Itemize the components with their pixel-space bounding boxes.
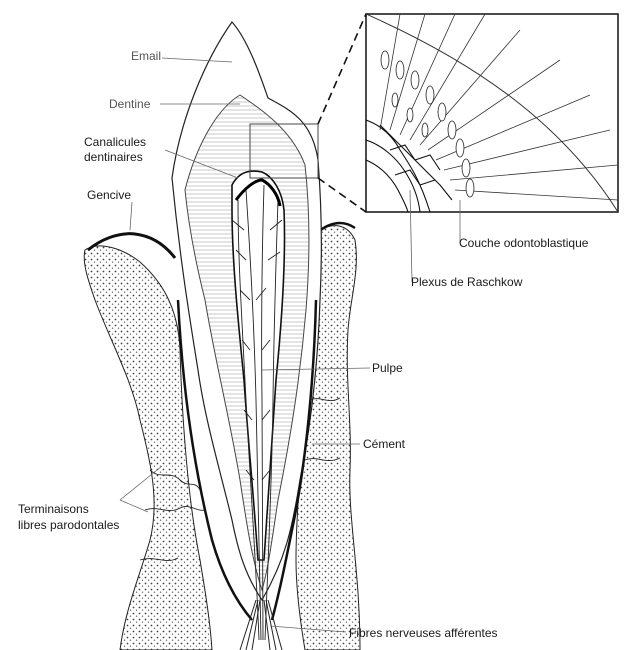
label-couche-odontoblastique: Couche odontoblastique (459, 236, 588, 250)
label-plexus-raschkow: Plexus de Raschkow (411, 275, 522, 289)
label-gencive: Gencive (87, 188, 131, 202)
label-email: Email (131, 49, 161, 63)
label-cement: Cément (363, 437, 405, 451)
zoom-connector-top (318, 14, 366, 124)
zoom-inset-frame (366, 14, 618, 212)
label-pulpe: Pulpe (372, 361, 403, 375)
label-terminaisons-line1: Terminaisons (18, 502, 89, 516)
label-fibres-nerveuses: Fibres nerveuses afférentes (349, 626, 498, 640)
zoom-connector-bottom (318, 178, 366, 212)
label-canalicules-line2: dentinaires (84, 150, 143, 164)
label-dentine: Dentine (109, 97, 150, 111)
label-canalicules-line1: Canalicules (84, 135, 146, 149)
label-terminaisons-line2: libres parodontales (18, 518, 119, 532)
